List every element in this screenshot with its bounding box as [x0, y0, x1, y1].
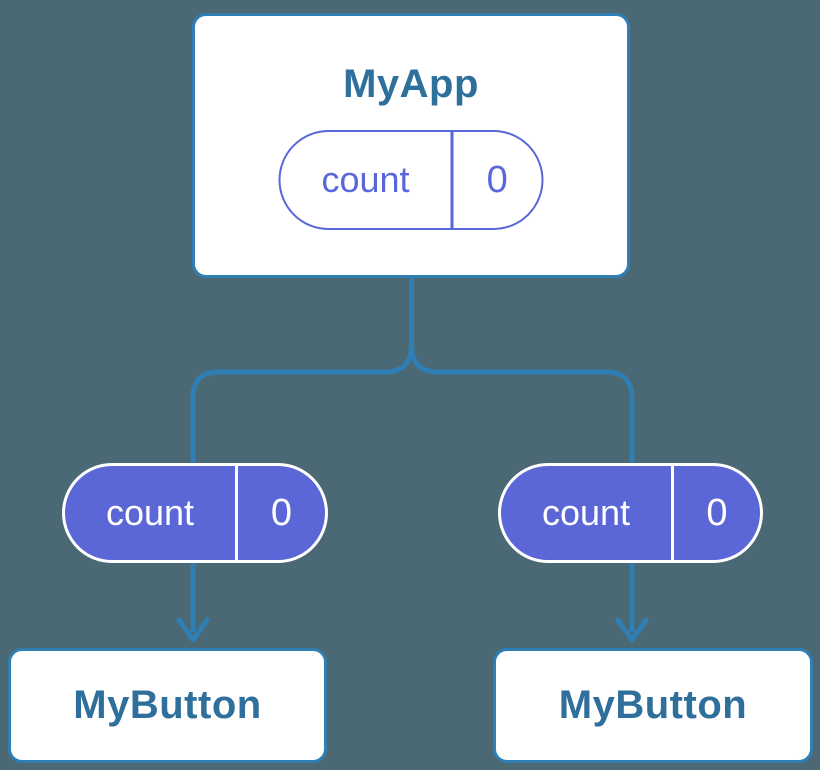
state-pill-name: count: [321, 159, 410, 200]
pill-divider: [235, 466, 238, 560]
component-title: MyButton: [73, 683, 262, 727]
prop-pill-name: count: [541, 492, 631, 533]
connector-left-branch: [190, 343, 414, 632]
prop-pill-value: 0: [706, 491, 728, 534]
state-pill: count 0: [278, 130, 544, 230]
component-title: MyButton: [558, 683, 748, 727]
state-pill-value: 0: [486, 158, 508, 201]
right-arrowhead-icon: [615, 617, 649, 643]
prop-pill-left: count 0: [62, 463, 328, 563]
prop-pill-name: count: [105, 492, 195, 533]
pill-divider: [671, 466, 674, 560]
prop-pill-value: 0: [270, 491, 293, 534]
connector-right-branch: [409, 343, 635, 632]
component-node-myapp: MyApp count 0: [192, 13, 630, 278]
component-node-mybutton-left: MyButton: [8, 648, 327, 763]
component-node-mybutton-right: MyButton: [493, 648, 813, 763]
prop-pill-right: count 0: [498, 463, 763, 563]
left-arrowhead-icon: [176, 617, 210, 643]
component-title: MyApp: [343, 62, 479, 106]
pill-divider: [450, 132, 453, 228]
